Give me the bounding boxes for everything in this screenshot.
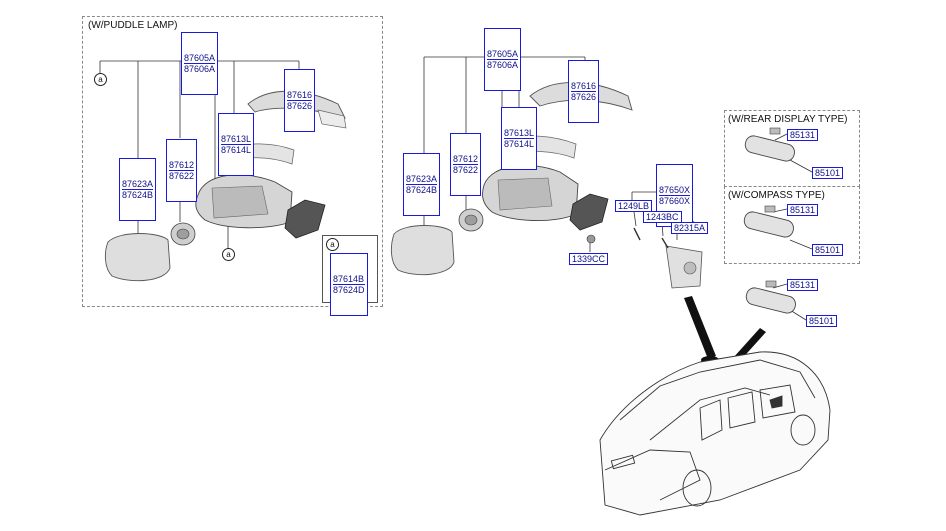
part-label-nut-82315a[interactable]: 82315A xyxy=(671,222,709,234)
part-label-clip-1339cc[interactable]: 1339CC xyxy=(569,253,609,265)
part-label-screw-1243bc[interactable]: 1243BC xyxy=(643,211,682,223)
part-label-rear-display-cover[interactable]: 85131 xyxy=(787,129,819,141)
puddle-lamp-frame xyxy=(82,16,383,307)
part-label-rear-display-mirror[interactable]: 85101 xyxy=(812,167,844,179)
inside-mirror-parts xyxy=(743,127,796,314)
rear-display-frame-title: (W/REAR DISPLAY TYPE) xyxy=(728,114,848,125)
compass-frame-title: (W/COMPASS TYPE) xyxy=(728,190,825,201)
part-label-screw-1249lb[interactable]: 1249LB xyxy=(615,200,653,212)
puddle-lamp-frame-title: (W/PUDDLE LAMP) xyxy=(88,20,178,31)
callout-a-top: a xyxy=(94,73,107,86)
part-label-standard-cover[interactable]: 85131 xyxy=(787,279,819,291)
part-label-compass-cover[interactable]: 85131 xyxy=(787,204,819,216)
vehicle-outline xyxy=(599,351,831,516)
part-label-compass-mirror[interactable]: 85101 xyxy=(812,244,844,256)
callout-a-detail: a xyxy=(326,238,339,251)
callout-a-bottom: a xyxy=(222,248,235,261)
part-label-standard-mirror[interactable]: 85101 xyxy=(806,315,838,327)
compass-frame xyxy=(724,186,860,264)
